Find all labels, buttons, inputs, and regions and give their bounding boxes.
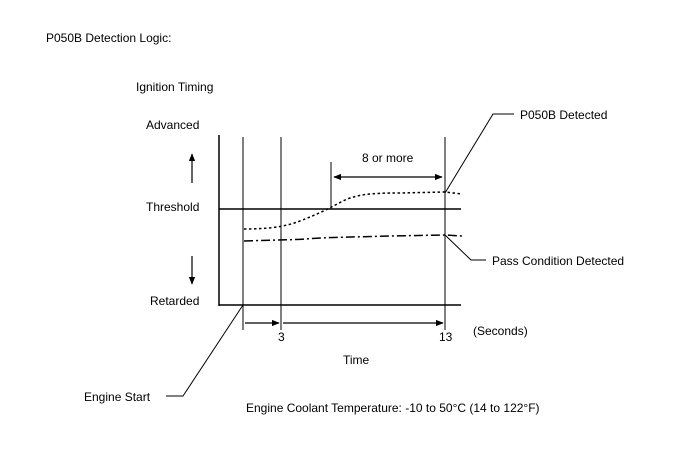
- y-axis-label: Ignition Timing: [136, 80, 214, 94]
- engine-start-label: Engine Start: [84, 390, 151, 404]
- coolant-temperature-condition: Engine Coolant Temperature: -10 to 50°C …: [246, 401, 540, 415]
- tick-label-3: 3: [278, 330, 285, 344]
- pass-condition-curve: [243, 234, 463, 242]
- p050b-detected-label: P050B Detected: [520, 108, 608, 122]
- engine-start-leader: [166, 304, 244, 397]
- tick-label-13: 13: [439, 330, 453, 344]
- pass-condition-label: Pass Condition Detected: [492, 254, 625, 268]
- p050b-detected-leader: [444, 113, 514, 194]
- duration-label: 8 or more: [362, 151, 414, 165]
- advanced-label: Advanced: [146, 118, 200, 132]
- p050b-detected-curve: [243, 191, 463, 230]
- x-axis-unit: (Seconds): [473, 324, 528, 338]
- retarded-label: Retarded: [150, 294, 200, 308]
- pass-condition-leader: [444, 234, 486, 261]
- diagram-title: P050B Detection Logic:: [46, 31, 172, 45]
- x-axis-label: Time: [343, 353, 370, 367]
- threshold-label: Threshold: [146, 200, 200, 214]
